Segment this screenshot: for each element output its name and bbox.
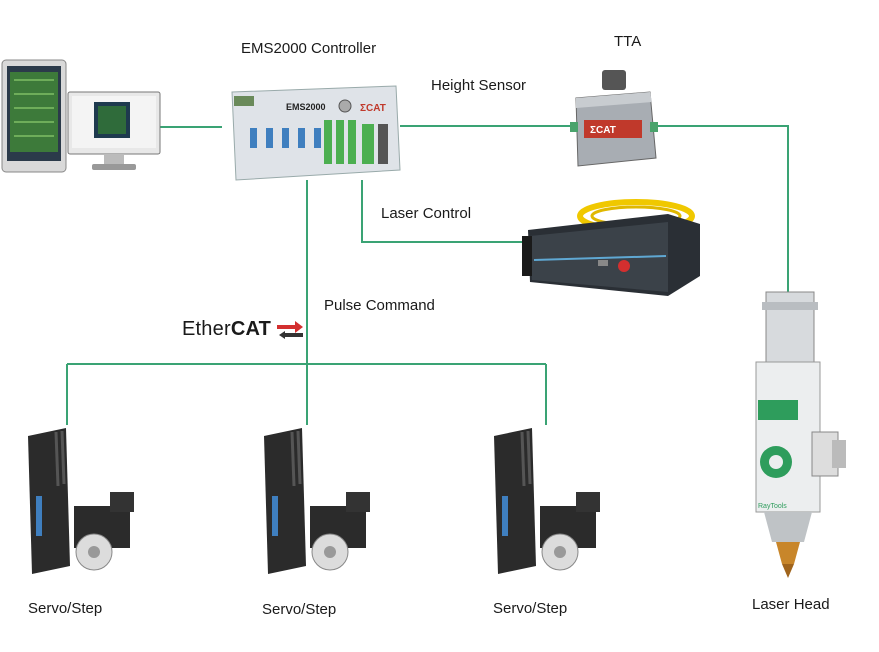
servo-label-2: Servo/Step [262, 601, 337, 618]
ethercat-logo: EtherCAT [182, 318, 303, 341]
laser-head-icon: RayTools [755, 291, 846, 578]
pulse-command-label: Pulse Command [324, 297, 435, 314]
computer-icon [1, 59, 161, 173]
servo-drive-icon-2 [264, 428, 370, 574]
tta-label: TTA [614, 33, 642, 50]
ethercat-prefix: Ether [182, 318, 231, 340]
controller-label: EMS2000 Controller [241, 40, 377, 57]
laser-control-label: Laser Control [381, 205, 472, 222]
controller-brand-text: ΣCAT [360, 103, 386, 114]
height-sensor-label: Height Sensor [431, 77, 527, 94]
servo-label-3: Servo/Step [493, 600, 568, 617]
laser-head-label: Laser Head [752, 596, 830, 613]
head-brand-text: RayTools [758, 503, 787, 510]
ems2000-controller-icon: EMS2000 ΣCAT [231, 85, 401, 181]
arrows-icon [276, 320, 303, 339]
tta-brand-text: ΣCAT [590, 125, 616, 136]
tta-icon: ΣCAT [570, 70, 658, 167]
tta-laserhead-wire [655, 125, 789, 293]
servo-label-1: Servo/Step [28, 600, 103, 617]
servo-drive-icon-1 [28, 428, 134, 574]
laser-control-wire [361, 180, 526, 243]
ethercat-suffix: CAT [230, 318, 272, 340]
controller-model-text: EMS2000 [286, 102, 326, 112]
laser-source-icon [522, 199, 700, 296]
servo-drive-icon-3 [494, 428, 600, 574]
